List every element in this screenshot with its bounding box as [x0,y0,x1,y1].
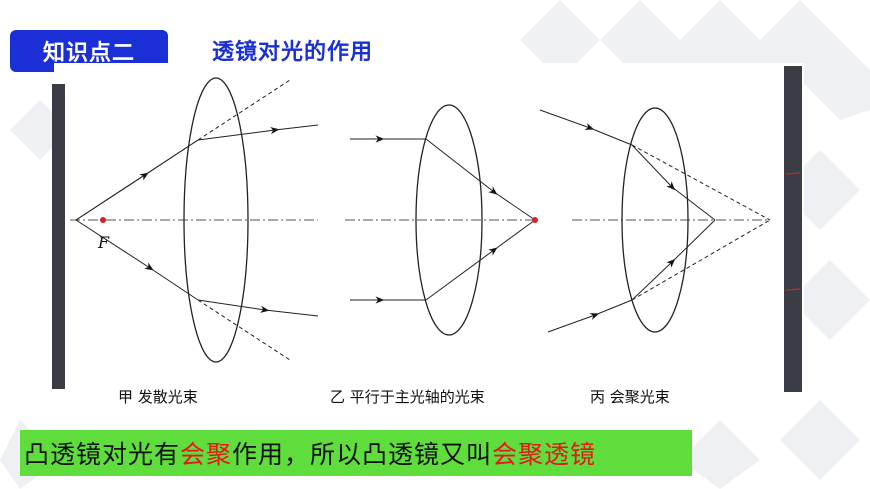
focus-label: F [97,233,110,252]
caption-divergent: 甲 发散光束 [118,388,198,406]
diagram-panel [54,63,804,393]
banner-text-1: 凸透镜对光有 [24,440,181,469]
caption-parallel: 乙 平行于主光轴的光束 [330,388,485,406]
conclusion-banner: 凸透镜对光有会聚作用，所以凸透镜又叫会聚透镜 [20,430,692,476]
diagram-convergent [539,107,771,333]
right-frame-bar [784,66,802,392]
diagram-divergent [70,77,319,363]
banner-highlight-2: 会聚透镜 [492,440,597,469]
caption-convergent: 丙 会聚光束 [590,388,670,406]
diagram-parallel [345,104,536,336]
section-title: 透镜对光的作用 [212,40,374,65]
banner-highlight-1: 会聚 [180,440,233,469]
focus-point [100,217,106,223]
left-frame-bar [52,84,65,389]
banner-text-2: 作用，所以凸透镜又叫 [232,440,493,469]
focal-point-b [532,217,538,223]
